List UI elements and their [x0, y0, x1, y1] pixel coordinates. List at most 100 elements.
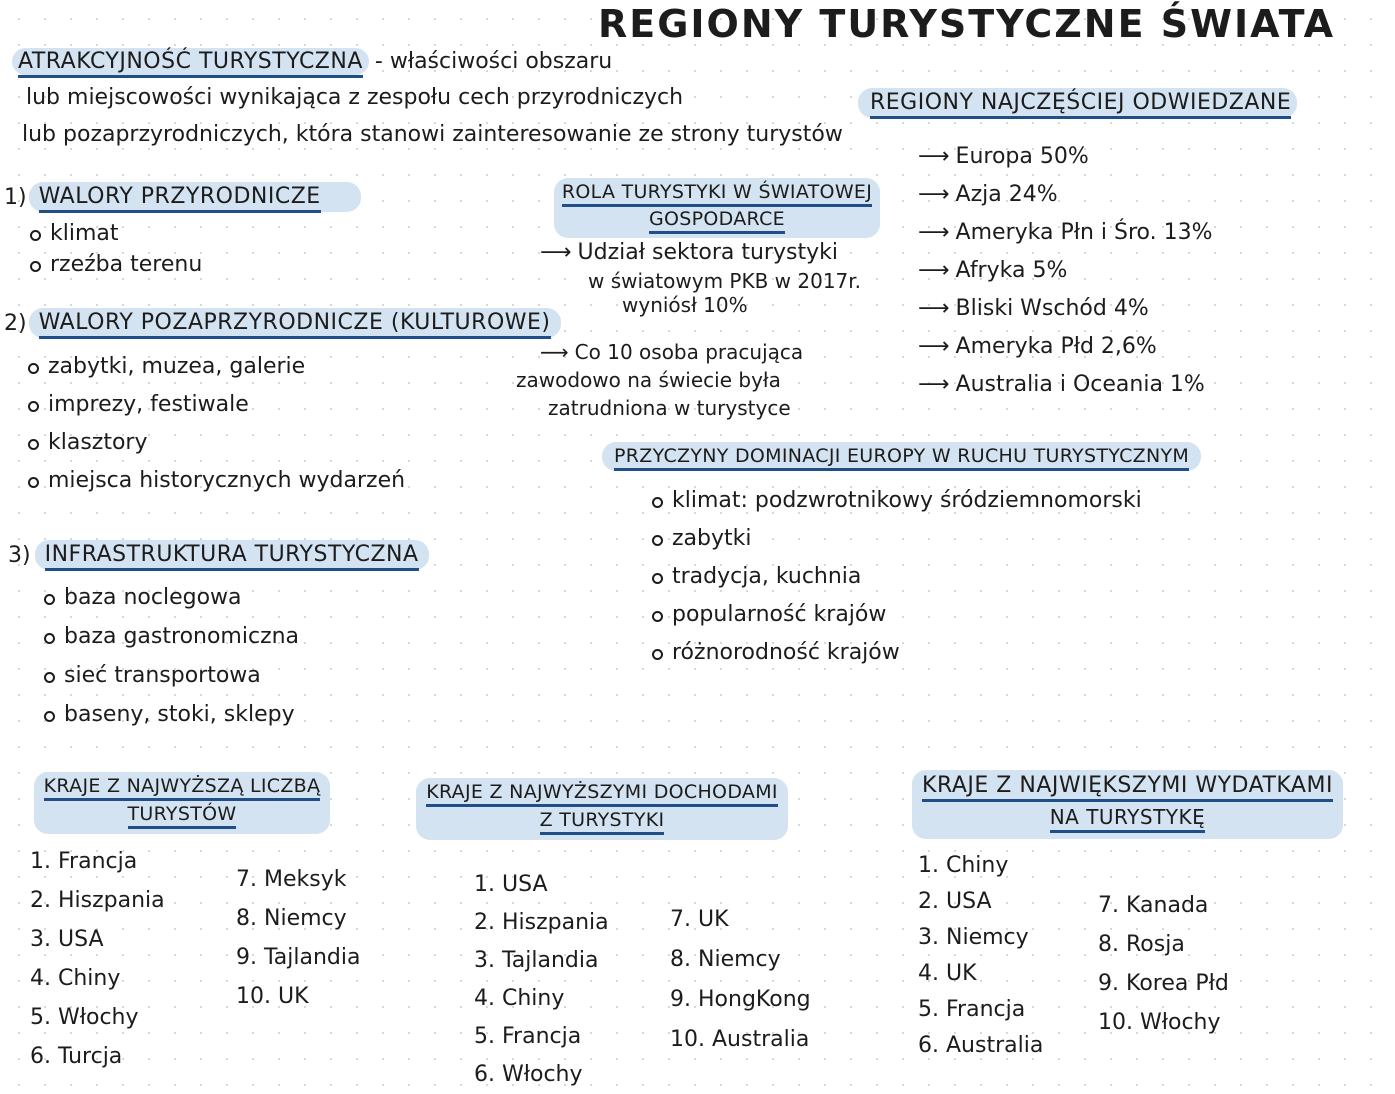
definition-line-2: lub miejscowości wynikająca z zespołu ce…	[26, 85, 684, 110]
list-item: 2. Hiszpania	[30, 888, 165, 913]
list-item: klimat: podzwrotnikowy śródziemnomorski	[650, 482, 1142, 520]
attractiveness-term: ATRAKCYJNOŚĆ TURYSTYCZNA	[12, 48, 369, 78]
arrow-icon: ⟶	[918, 334, 950, 359]
ranking-list: 1. USA 2. Hiszpania 3. Tajlandia 4. Chin…	[474, 866, 609, 1094]
list-item: 5. Francja	[918, 997, 1026, 1022]
arrow-icon: ⟶	[918, 372, 950, 397]
list-item: 6. Włochy	[474, 1062, 583, 1087]
list-item: klimat	[28, 218, 361, 249]
list-item: 8. Niemcy	[670, 947, 781, 972]
definition-line-1: - właściwości obszaru	[374, 49, 613, 74]
list-item: imprezy, festiwale	[26, 386, 561, 424]
list-item: ⟶Australia i Oceania 1%	[918, 366, 1213, 404]
section-list: klimat rzeźba terenu	[28, 218, 361, 280]
list-item: 1. Chiny	[918, 853, 1009, 878]
role-point-line: Co 10 osoba pracująca	[574, 340, 804, 364]
list-item: 3. Tajlandia	[474, 948, 599, 973]
section-natural-values: 1) WALORY PRZYRODNICZE klimat rzeźba ter…	[4, 182, 361, 280]
list-item: ⟶Ameryka Płn i Śro. 13%	[918, 214, 1213, 252]
role-point-line: zatrudniona w turystyce	[548, 396, 791, 420]
list-item: klasztory	[26, 424, 561, 462]
list-item: 5. Włochy	[30, 1005, 139, 1030]
list-item: zabytki	[650, 520, 1142, 558]
ranking-list: 1. Francja 2. Hiszpania 3. USA 4. Chiny …	[30, 842, 165, 1076]
list-item: baza noclegowa	[42, 578, 429, 617]
list-item: 10. Włochy	[1098, 1010, 1221, 1035]
section-list: zabytki, muzea, galerie imprezy, festiwa…	[26, 348, 561, 500]
ranking-most-tourists-heading: KRAJE Z NAJWYŻSZĄ LICZBĄ TURYSTÓW	[14, 772, 350, 834]
section-heading: WALORY PRZYRODNICZE	[28, 182, 361, 213]
ranking-list: 1. Chiny 2. USA 3. Niemcy 4. UK 5. Franc…	[918, 848, 1043, 1064]
dominance-block: PRZYCZYNY DOMINACJI EUROPY W RUCHU TURYS…	[602, 442, 1202, 471]
list-item: ⟶Bliski Wschód 4%	[918, 290, 1213, 328]
list-item: 8. Rosja	[1098, 932, 1185, 957]
list-item: sieć transportowa	[42, 656, 429, 695]
section-cultural-values: 2) WALORY POZAPRZYRODNICZE (KULTUROWE) z…	[4, 308, 561, 500]
definition-line-3: lub pozaprzyrodniczych, która stanowi za…	[22, 122, 843, 147]
role-point-line: zawodowo na świecie była	[516, 368, 781, 392]
list-item: ⟶Europa 50%	[918, 138, 1213, 176]
list-item: 7. Kanada	[1098, 893, 1209, 918]
list-item: 3. Niemcy	[918, 925, 1029, 950]
section-number: 1)	[4, 184, 27, 210]
list-item: różnorodność krajów	[650, 634, 1142, 672]
list-item: 2. USA	[918, 889, 992, 914]
list-item: 7. UK	[670, 907, 729, 932]
list-item: 6. Turcja	[30, 1044, 123, 1069]
role-heading: ROLA TURYSTYKI W ŚWIATOWEJ GOSPODARCE	[553, 178, 881, 238]
ranking-highest-income-heading: KRAJE Z NAJWYŻSZYMI DOCHODAMI Z TURYSTYK…	[392, 778, 812, 840]
list-item: 4. Chiny	[30, 966, 121, 991]
ranking-list: 7. Meksyk 8. Niemcy 9. Tajlandia 10. UK	[236, 860, 361, 1016]
list-item: popularność krajów	[650, 596, 1142, 634]
ranking-list: 7. UK 8. Niemcy 9. HongKong 10. Australi…	[670, 900, 811, 1060]
arrow-icon: ⟶	[918, 144, 950, 169]
list-item: 5. Francja	[474, 1024, 582, 1049]
role-point-line: Udział sektora turystyki	[577, 240, 838, 265]
list-item: 8. Niemcy	[236, 906, 347, 931]
list-item: ⟶Afryka 5%	[918, 252, 1213, 290]
section-number: 2)	[4, 310, 27, 336]
list-item: 2. Hiszpania	[474, 910, 609, 935]
list-item: ⟶Azja 24%	[918, 176, 1213, 214]
role-point-line: w światowym PKB w 2017r.	[588, 269, 862, 293]
list-item: 9. Tajlandia	[236, 945, 361, 970]
list-item: 9. HongKong	[670, 987, 811, 1012]
list-item: 7. Meksyk	[236, 867, 347, 892]
ranking-highest-spending-heading: KRAJE Z NAJWIĘKSZYMI WYDATKAMI NA TURYST…	[880, 770, 1375, 839]
list-item: 4. Chiny	[474, 986, 565, 1011]
list-item: zabytki, muzea, galerie	[26, 348, 561, 386]
regions-list: ⟶Europa 50% ⟶Azja 24% ⟶Ameryka Płn i Śro…	[918, 138, 1213, 404]
list-item: 4. UK	[918, 961, 977, 986]
dominance-list: klimat: podzwrotnikowy śródziemnomorski …	[650, 482, 1142, 672]
page-title: REGIONY TURYSTYCZNE ŚWIATA	[598, 2, 1336, 46]
section-infrastructure: 3) INFRASTRUKTURA TURYSTYCZNA baza nocle…	[8, 540, 429, 734]
section-list: baza noclegowa baza gastronomiczna sieć …	[42, 578, 429, 734]
role-point-line: wyniósł 10%	[622, 293, 748, 317]
arrow-icon: ⟶	[540, 340, 569, 364]
list-item: 9. Korea Płd	[1098, 971, 1229, 996]
arrow-icon: ⟶	[918, 220, 950, 245]
role-point-1: ⟶ Udział sektora turystyki w światowym P…	[540, 240, 861, 317]
arrow-icon: ⟶	[918, 182, 950, 207]
list-item: 1. USA	[474, 872, 548, 897]
list-item: rzeźba terenu	[28, 249, 361, 280]
list-item: 1. Francja	[30, 849, 138, 874]
list-item: miejsca historycznych wydarzeń	[26, 462, 561, 500]
role-point-2: ⟶ Co 10 osoba pracująca zawodowo na świe…	[516, 340, 803, 420]
regions-block: REGIONY NAJCZĘŚCIEJ ODWIEDZANE	[858, 88, 1298, 119]
list-item: 3. USA	[30, 927, 104, 952]
list-item: 6. Australia	[918, 1033, 1044, 1058]
arrow-icon: ⟶	[918, 296, 950, 321]
section-number: 3)	[8, 542, 31, 568]
list-item: 10. Australia	[670, 1027, 810, 1052]
list-item: baza gastronomiczna	[42, 617, 429, 656]
regions-heading: REGIONY NAJCZĘŚCIEJ ODWIEDZANE	[858, 88, 1298, 119]
section-heading: INFRASTRUKTURA TURYSTYCZNA	[34, 540, 429, 571]
list-item: ⟶Ameryka Płd 2,6%	[918, 328, 1213, 366]
arrow-icon: ⟶	[918, 258, 950, 283]
role-block: ROLA TURYSTYKI W ŚWIATOWEJ GOSPODARCE	[532, 178, 902, 238]
list-item: 10. UK	[236, 984, 309, 1009]
dominance-heading: PRZYCZYNY DOMINACJI EUROPY W RUCHU TURYS…	[602, 442, 1202, 471]
list-item: tradycja, kuchnia	[650, 558, 1142, 596]
ranking-list: 7. Kanada 8. Rosja 9. Korea Płd 10. Włoc…	[1098, 886, 1229, 1042]
